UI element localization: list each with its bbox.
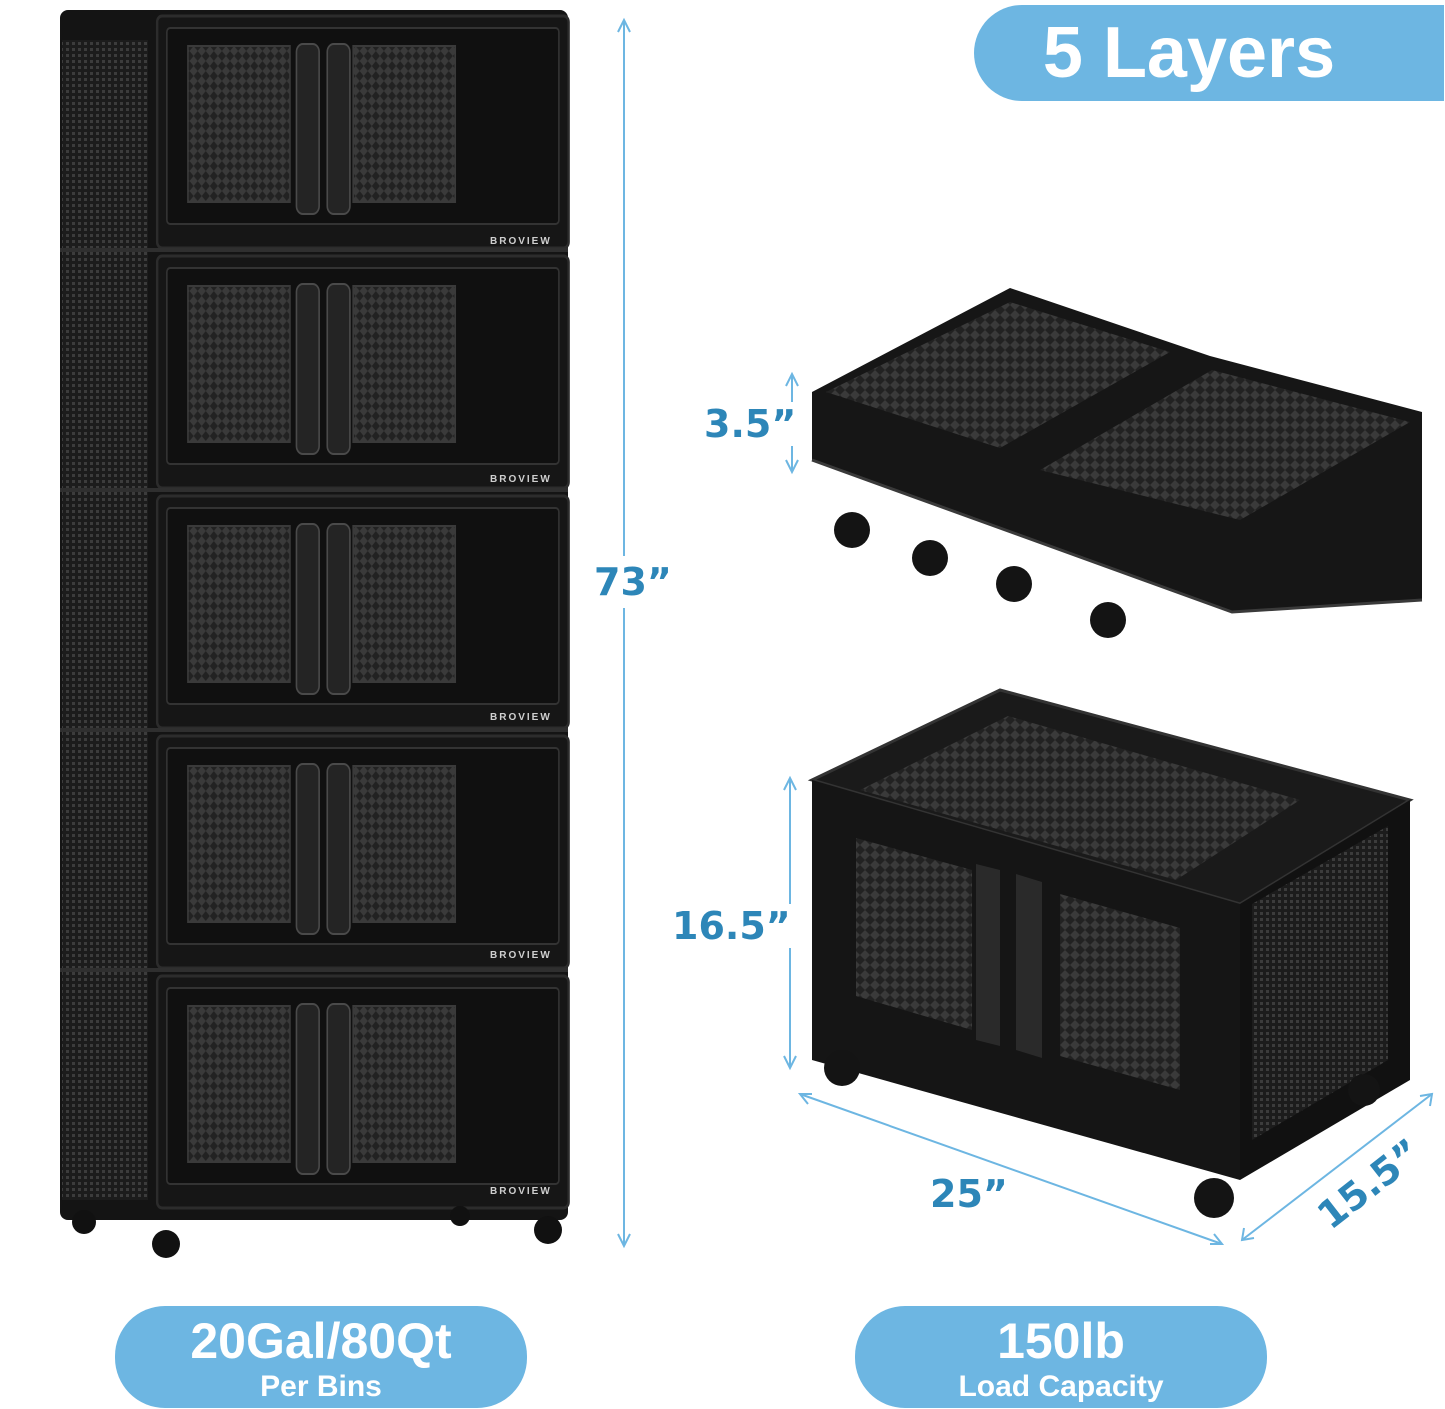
folded-base bbox=[811, 288, 1423, 638]
layers-badge: 5 Layers bbox=[974, 5, 1444, 101]
load-badge: 150lb Load Capacity bbox=[855, 1306, 1267, 1408]
bin-height-label: 16.5” bbox=[672, 904, 791, 948]
volume-caption: Per Bins bbox=[260, 1370, 382, 1403]
height-arrow bbox=[617, 17, 631, 1249]
load-value: 150lb bbox=[997, 1313, 1125, 1369]
volume-value: 20Gal/80Qt bbox=[190, 1313, 452, 1369]
height-dimension-label: 73” bbox=[594, 556, 672, 608]
tower-storage-cabinet bbox=[60, 10, 571, 1258]
bin-width-arrow bbox=[797, 1093, 1225, 1245]
load-caption: Load Capacity bbox=[958, 1370, 1164, 1403]
bin-depth-arrow bbox=[1240, 1092, 1434, 1242]
brand-logo: BROVIEW bbox=[490, 1186, 552, 1197]
single-bin bbox=[807, 688, 1414, 1218]
bin-width-label: 25” bbox=[930, 1172, 1008, 1216]
volume-badge: 20Gal/80Qt Per Bins bbox=[115, 1306, 527, 1408]
brand-logo: BROVIEW bbox=[490, 236, 552, 247]
brand-logo: BROVIEW bbox=[490, 712, 552, 723]
base-height-label: 3.5” bbox=[704, 402, 797, 446]
brand-logo: BROVIEW bbox=[490, 474, 552, 485]
brand-logo: BROVIEW bbox=[490, 950, 552, 961]
